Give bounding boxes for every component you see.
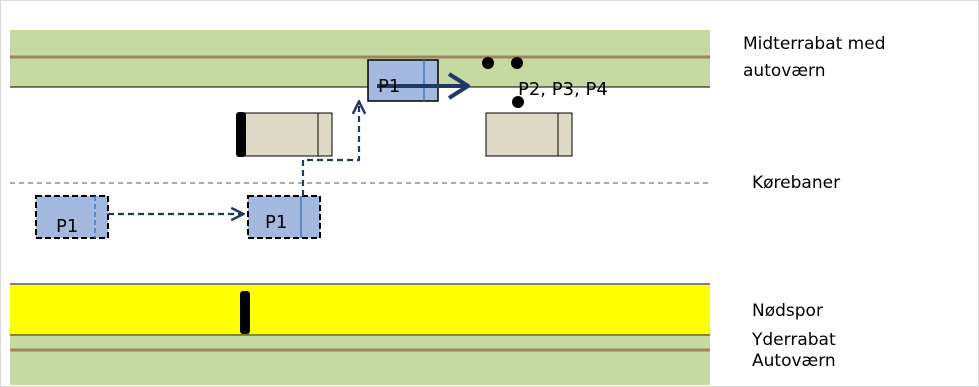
label-outer-verge: Yderrabat bbox=[752, 330, 836, 350]
label-emergency-lane: Nødspor bbox=[752, 301, 823, 321]
persons-label: P2, P3, P4 bbox=[518, 79, 608, 100]
vehicle-p1-start bbox=[35, 195, 109, 239]
person-p4-dot bbox=[512, 96, 524, 108]
vehicle-p1-end-label: P1 bbox=[378, 76, 400, 97]
vehicle-p1-end bbox=[367, 59, 439, 102]
vehicle-p1-mid-label: P1 bbox=[265, 212, 287, 233]
path-arrow-3 bbox=[377, 84, 466, 88]
label-median-line1: Midterrabat med bbox=[743, 34, 886, 54]
path-arrow-3-head bbox=[447, 72, 470, 100]
vehicle-p1-start-label: P1 bbox=[56, 216, 78, 237]
object-marker bbox=[240, 291, 250, 334]
outer-verge bbox=[10, 336, 710, 385]
emergency-lane bbox=[10, 285, 710, 335]
label-outer-guardrail: Autoværn bbox=[752, 351, 836, 371]
path-arrow-2 bbox=[301, 103, 359, 196]
person-p3-dot bbox=[511, 57, 523, 69]
label-median-line2: autoværn bbox=[743, 61, 826, 81]
person-p2-dot bbox=[482, 57, 494, 69]
vehicle-truck-left-front bbox=[236, 112, 246, 157]
label-lanes: Kørebaner bbox=[752, 173, 841, 193]
vehicle-p1-mid bbox=[247, 195, 321, 239]
vehicle-truck-right bbox=[485, 112, 573, 157]
vehicle-truck-left bbox=[243, 112, 333, 157]
